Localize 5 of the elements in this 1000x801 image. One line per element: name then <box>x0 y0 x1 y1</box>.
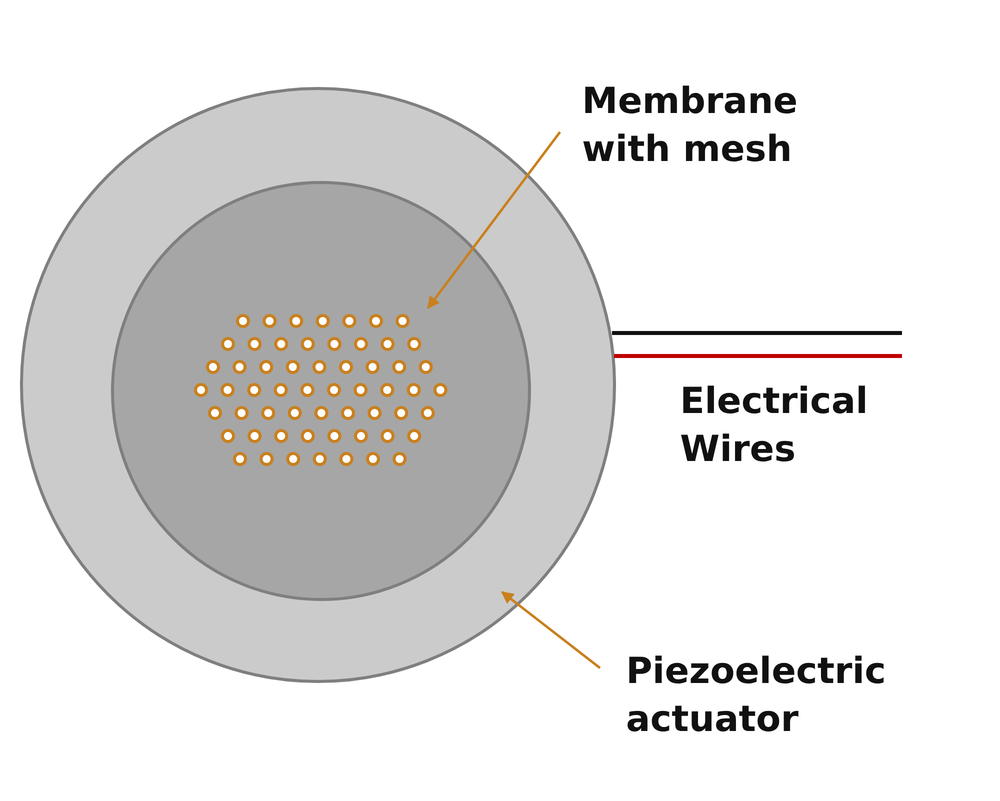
callout-label: Piezoelectric actuator <box>626 648 926 744</box>
wire-label: Electrical Wires <box>680 380 869 472</box>
leader-arrow <box>427 131 561 309</box>
leader-arrow <box>501 591 601 669</box>
callout-label: Membrane with mesh <box>582 78 842 174</box>
